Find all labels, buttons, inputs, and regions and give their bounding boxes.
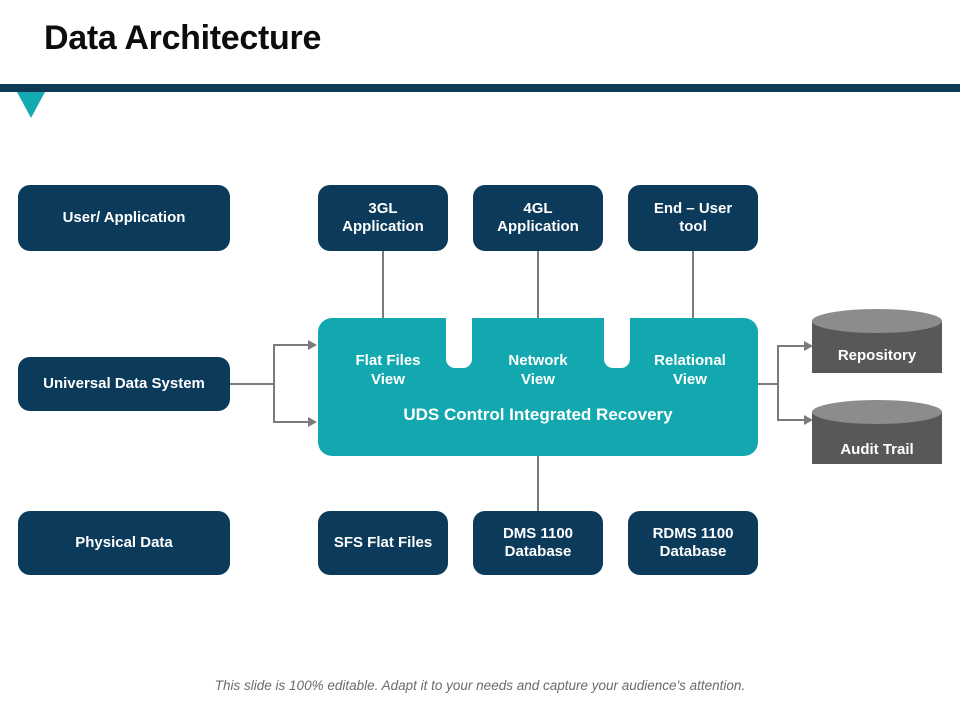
cylinder-top xyxy=(812,309,942,333)
footer-note: This slide is 100% editable. Adapt it to… xyxy=(214,678,746,693)
cylinder-bottom xyxy=(812,440,942,464)
cylinder-top xyxy=(812,400,942,424)
arrowhead-audit-trail xyxy=(804,415,813,425)
notch-separator-2 xyxy=(604,317,630,368)
page-title: Data Architecture xyxy=(44,19,322,57)
arrowhead-uds-lower xyxy=(308,417,317,427)
connector-uds-riser xyxy=(273,344,275,422)
triangle-down-icon xyxy=(17,92,45,118)
notch-separator-1 xyxy=(446,317,472,368)
node-label: RDMS 1100 Database xyxy=(652,524,734,560)
node-dms-1100-database[interactable]: DMS 1100 Database xyxy=(473,511,603,575)
connector-4gl-to-network-view xyxy=(537,251,539,318)
connector-to-repository xyxy=(777,345,807,347)
node-sfs-flat-files[interactable]: SFS Flat Files xyxy=(318,511,448,575)
uds-integrated-block[interactable]: Flat Files View Network View Relational … xyxy=(318,317,758,456)
connector-uds-to-control-lower xyxy=(273,421,311,423)
arrowhead-uds-upper xyxy=(308,340,317,350)
node-label: 3GL Application xyxy=(342,199,424,235)
connector-end-user-tool-to-relational-view xyxy=(692,251,694,318)
node-label: User/ Application xyxy=(62,208,186,226)
node-label: Universal Data System xyxy=(43,374,205,392)
connector-to-audit-trail xyxy=(777,419,807,421)
header-divider xyxy=(0,84,960,92)
store-audit-trail[interactable]: Audit Trail xyxy=(812,400,942,476)
label-uds-control-integrated-recovery: UDS Control Integrated Recovery xyxy=(403,405,673,424)
connector-uds-to-views-upper xyxy=(273,344,311,346)
node-universal-data-system[interactable]: Universal Data System xyxy=(18,357,230,411)
connector-uds-stub xyxy=(230,383,274,385)
label-relational-view: Relational View xyxy=(654,352,726,388)
connector-uds-to-dms-database xyxy=(537,456,539,511)
node-end-user-tool[interactable]: End – User tool xyxy=(628,185,758,251)
node-4gl-application[interactable]: 4GL Application xyxy=(473,185,603,251)
node-label: 4GL Application xyxy=(497,199,579,235)
label-flat-files-view: Flat Files View xyxy=(355,352,421,388)
arrowhead-repository xyxy=(804,341,813,351)
node-user-application[interactable]: User/ Application xyxy=(18,185,230,251)
cylinder-bottom xyxy=(812,349,942,373)
node-label: DMS 1100 Database xyxy=(502,524,574,560)
connector-stores-stub xyxy=(758,383,778,385)
store-label: Repository xyxy=(837,347,917,364)
node-physical-data[interactable]: Physical Data xyxy=(18,511,230,575)
store-label: Audit Trail xyxy=(840,441,914,458)
node-label: Physical Data xyxy=(75,533,173,551)
node-rdms-1100-database[interactable]: RDMS 1100 Database xyxy=(628,511,758,575)
connector-stores-riser xyxy=(777,345,779,421)
node-label: SFS Flat Files xyxy=(333,533,433,551)
label-network-view: Network View xyxy=(508,352,568,388)
node-label: End – User tool xyxy=(653,199,733,235)
store-repository[interactable]: Repository xyxy=(812,309,942,385)
node-3gl-application[interactable]: 3GL Application xyxy=(318,185,448,251)
connector-3gl-to-flat-files-view xyxy=(382,251,384,318)
